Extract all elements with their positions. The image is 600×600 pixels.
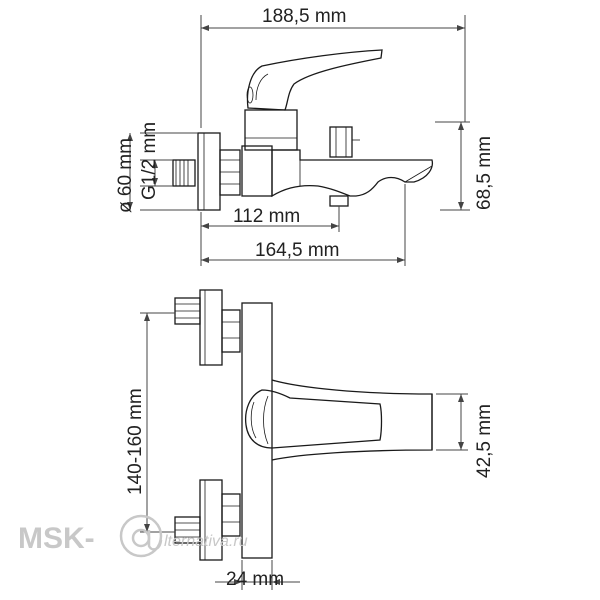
spout	[271, 149, 434, 198]
shower-outlet	[329, 195, 349, 207]
upper-flange	[199, 289, 223, 366]
mixer-body	[241, 145, 273, 197]
spout-thickness-label: 42,5 mm	[474, 404, 495, 478]
watermark: MSK- lternativa.ru	[18, 514, 248, 558]
thread-size-label: G1/2 mm	[139, 122, 160, 200]
center-distance-label: 140-160 mm	[125, 388, 146, 495]
mixer-body-front	[241, 302, 273, 559]
watermark-at-icon	[119, 514, 163, 558]
lever-front	[244, 389, 383, 449]
outlet-distance-label: 112 mm	[233, 206, 300, 227]
watermark-brand: MSK-	[18, 522, 95, 555]
cartridge-housing	[244, 109, 298, 151]
front-view-dimensions	[140, 312, 468, 590]
total-length-label: 188,5 mm	[262, 6, 346, 27]
side-view-drawing	[172, 49, 434, 211]
upper-nut	[221, 309, 241, 353]
hex-nut	[219, 149, 241, 196]
lever-handle	[246, 49, 383, 111]
flange-diameter-label: ø 60 mm	[115, 138, 136, 213]
wall-flange	[197, 132, 221, 211]
watermark-domain: lternativa.ru	[164, 533, 248, 550]
diverter-knob	[329, 126, 353, 158]
front-view-arrowheads	[144, 313, 464, 585]
lower-nut	[221, 493, 241, 537]
side-view-arrowheads	[127, 25, 465, 263]
spout-front	[271, 379, 433, 461]
spout-height-label: 68,5 mm	[474, 136, 495, 210]
front-view-drawing	[174, 289, 433, 561]
body-width-label: 24 mm	[226, 569, 284, 590]
spout-tip-distance-label: 164,5 mm	[255, 240, 339, 261]
side-view-dimensions	[129, 15, 470, 266]
